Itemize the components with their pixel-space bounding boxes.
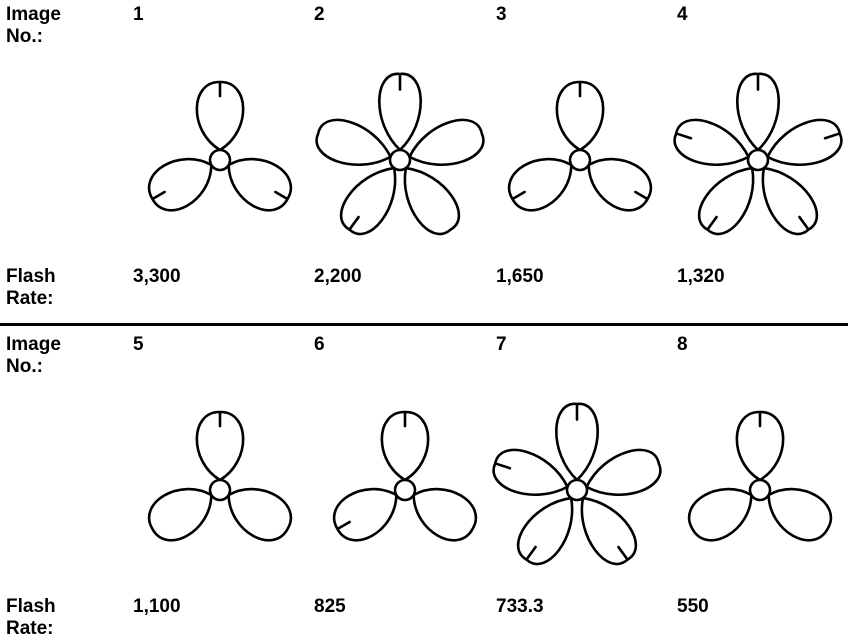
hub-circle — [570, 150, 590, 170]
blade-mark — [153, 192, 164, 199]
blade — [405, 168, 459, 234]
blade — [317, 120, 391, 165]
blade — [587, 450, 661, 495]
blade — [149, 489, 211, 540]
image-number-5: 5 — [133, 334, 144, 356]
flash-rate-8: 550 — [677, 596, 709, 618]
image-number-1: 1 — [133, 4, 144, 26]
row-divider — [0, 323, 848, 326]
image-no-label-row1: Image No.: — [6, 4, 61, 48]
blade-mark — [496, 464, 510, 469]
blade — [414, 489, 476, 540]
hub-circle — [390, 150, 410, 170]
blade — [768, 120, 842, 165]
flash-rate-7: 733.3 — [496, 596, 544, 618]
blade — [763, 168, 817, 234]
blade-figure-3 — [500, 70, 660, 250]
blade — [582, 498, 636, 564]
blade — [689, 489, 751, 540]
image-number-3: 3 — [496, 4, 507, 26]
blade — [675, 120, 749, 165]
image-no-label-line1: Image — [6, 334, 61, 355]
flash-rate-6: 825 — [314, 596, 346, 618]
image-number-7: 7 — [496, 334, 507, 356]
image-number-4: 4 — [677, 4, 688, 26]
blade-mark — [799, 217, 808, 229]
blade — [509, 159, 571, 210]
blade-figure-8 — [680, 400, 840, 580]
flash-rate-label-line1: Flash — [6, 266, 56, 287]
blade-mark — [513, 192, 524, 199]
blade — [229, 159, 291, 210]
flash-rate-label-row2: Flash Rate: — [6, 596, 56, 640]
blade-figure-2 — [320, 70, 480, 250]
blade-figure-6 — [325, 400, 485, 580]
blade — [699, 168, 753, 234]
flash-rate-1: 3,300 — [133, 266, 181, 288]
hub-circle — [395, 480, 415, 500]
blade — [518, 498, 572, 564]
flash-rate-5: 1,100 — [133, 596, 181, 618]
flash-rate-label-line2: Rate: — [6, 618, 54, 639]
flash-rate-3: 1,650 — [496, 266, 544, 288]
blade — [410, 120, 484, 165]
blade-mark — [635, 192, 646, 199]
blade-mark — [677, 134, 691, 139]
image-number-6: 6 — [314, 334, 325, 356]
flash-rate-4: 1,320 — [677, 266, 725, 288]
blade — [149, 159, 211, 210]
flash-rate-label-line1: Flash — [6, 596, 56, 617]
blade-mark — [527, 547, 536, 559]
blade-mark — [275, 192, 286, 199]
hub-circle — [750, 480, 770, 500]
hub-circle — [567, 480, 587, 500]
image-no-label-line2: No.: — [6, 26, 43, 47]
hub-circle — [748, 150, 768, 170]
image-no-label-row2: Image No.: — [6, 334, 61, 378]
blade — [334, 489, 396, 540]
image-number-8: 8 — [677, 334, 688, 356]
image-no-label-line1: Image — [6, 4, 61, 25]
blade-figure-4 — [678, 70, 838, 250]
blade-figure-5 — [140, 400, 300, 580]
blade-mark — [618, 547, 627, 559]
flash-rate-label-row1: Flash Rate: — [6, 266, 56, 310]
flash-rate-label-line2: Rate: — [6, 288, 54, 309]
blade — [494, 450, 568, 495]
blade — [341, 168, 395, 234]
blade — [769, 489, 831, 540]
blade-mark — [350, 217, 359, 229]
blade-figure-7 — [497, 400, 657, 580]
blade — [229, 489, 291, 540]
flash-rate-2: 2,200 — [314, 266, 362, 288]
blade-figure-1 — [140, 70, 300, 250]
hub-circle — [210, 480, 230, 500]
blade-mark — [708, 217, 717, 229]
hub-circle — [210, 150, 230, 170]
blade — [589, 159, 651, 210]
image-number-2: 2 — [314, 4, 325, 26]
blade-mark — [338, 522, 349, 529]
image-no-label-line2: No.: — [6, 356, 43, 377]
blade-mark — [825, 134, 839, 139]
